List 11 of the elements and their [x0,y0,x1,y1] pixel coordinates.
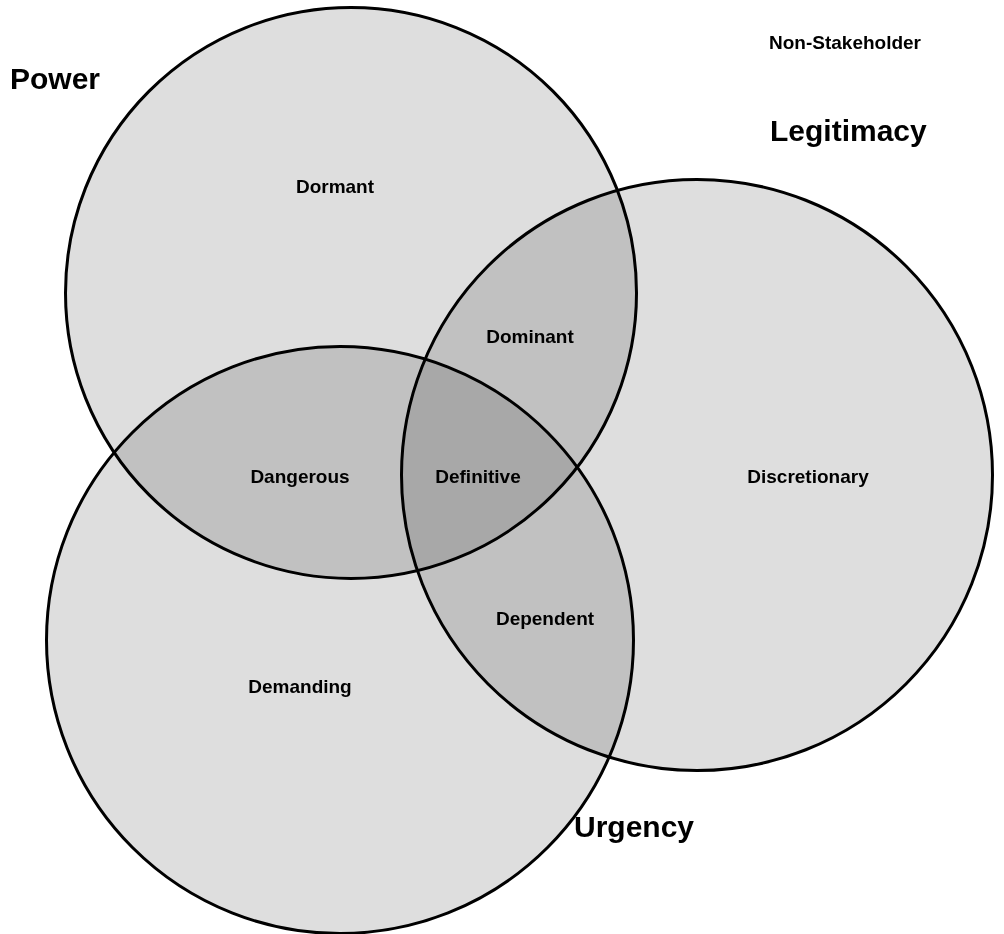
circle-heading: Legitimacy [770,116,927,146]
region-label: Dependent [495,608,595,628]
circle-heading: Urgency [574,812,695,842]
region-label: Dominant [486,326,574,346]
region-label: Dangerous [250,466,350,486]
region-label: Non-Stakeholder [769,32,921,52]
region-label: Definitive [435,466,521,486]
region-label: Demanding [248,676,352,696]
region-label: Discretionary [747,466,869,486]
circle-heading: Power [10,64,101,94]
region-label: Dormant [295,176,375,196]
